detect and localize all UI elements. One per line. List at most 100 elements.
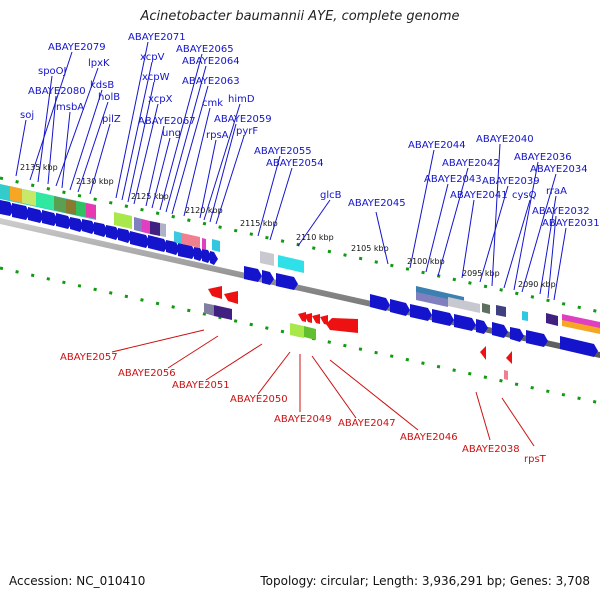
kbp-label: 2120 kbp [185,206,223,215]
gene-arrow [506,351,512,364]
gene-label: xcpV [140,52,165,63]
gene-label: holB [98,92,120,103]
gene-label: ABAYE2050 [230,394,288,405]
gene-arrow [454,314,476,331]
gene-label: ABAYE2059 [214,114,272,125]
gene-label: glcB [320,190,342,201]
genome-summary: Topology: circular; Length: 3,936,291 bp… [260,574,590,588]
gene-label: ABAYE2040 [476,134,534,145]
gene-label: ABAYE2056 [118,368,176,379]
gene-label: ABAYE2042 [442,158,500,169]
gene-arrow [432,309,454,326]
gene-arrow [166,240,180,255]
kbp-label: 2110 kbp [296,233,334,242]
gene-arrow [476,319,488,334]
map-title: Acinetobacter baumannii AYE, complete ge… [140,9,460,24]
gene-label: ABAYE2034 [530,164,588,175]
gene-label: ABAYE2041 [450,190,508,201]
gene-arrow [320,315,328,325]
gene-label: ABAYE2038 [462,444,520,455]
kbp-label: 2095 kbp [462,269,500,278]
gene-arrow [82,219,96,234]
leader-lines-forward [15,41,567,301]
gene-arrow [560,336,598,357]
gene-arrow [94,222,108,237]
gene-label: xcpW [142,72,170,83]
gene-label: msbA [56,102,84,113]
reverse-strand-track [204,286,512,380]
kbp-label: 2105 kbp [351,244,389,253]
gene-label: ung [162,128,181,139]
gene-arrow [130,231,150,248]
gene-label: rraA [546,186,567,197]
feature-blocks-top [0,184,600,334]
leader-lines-reverse [111,329,535,447]
gene-label: ABAYE2047 [338,418,396,429]
gene-label: kdsB [90,80,114,91]
gene-label: lpxK [88,58,110,69]
gene-arrow [410,304,432,321]
gene-label: cysQ [512,190,537,201]
accession-label: Accession: NC_010410 [9,574,146,588]
kbp-label: 2130 kbp [76,177,114,186]
gene-arrow [224,291,238,304]
kbp-label: 2100 kbp [407,257,445,266]
gene-arrow [276,273,298,290]
kbp-label: 2090 kbp [518,280,556,289]
gene-label: ABAYE2031 [542,218,600,229]
gene-label: rpsA [206,130,229,141]
gene-label: ABAYE2067 [138,116,196,127]
kbp-scale: 2135 kbp 2130 kbp 2125 kbp 2120 kbp 2115… [20,163,556,289]
gene-label: ABAYE2079 [48,42,106,53]
gene-label: ABAYE2065 [176,44,234,55]
gene-label: ABAYE2057 [60,352,118,363]
gene-arrow [492,322,508,338]
gene-label: ABAYE2064 [182,56,240,67]
gene-arrow [28,207,44,223]
gene-label: ABAYE2032 [532,206,590,217]
forward-strand-track [0,200,598,357]
gene-arrow [210,251,218,265]
gene-label: spoOJ [38,66,67,77]
gene-arrow [510,327,524,342]
gene-arrow [526,330,548,347]
tick-track-outer-top [0,176,600,314]
gene-arrow [12,203,30,220]
gene-arrow [0,200,14,216]
gene-arrow [298,312,306,322]
kbp-label: 2115 kbp [240,219,278,228]
gene-label: ABAYE2043 [424,174,482,185]
gene-label: xcpX [148,94,173,105]
gene-arrow [390,299,410,316]
gene-label: ABAYE2063 [182,76,240,87]
gene-arrow [42,210,58,226]
gene-arrow [480,346,486,360]
gene-arrow [70,217,84,232]
gene-label: ABAYE2051 [172,380,230,391]
tick-track-outer-bottom [0,266,600,405]
gene-label: soj [20,110,34,121]
gene-label: ABAYE2045 [348,198,406,209]
kbp-label: 2125 kbp [131,192,169,201]
gene-label: ABAYE2049 [274,414,332,425]
gene-label: cmk [202,98,223,109]
kbp-label: 2135 kbp [20,163,58,172]
gene-arrow [106,225,120,240]
gene-label: ABAYE2054 [266,158,324,169]
gene-arrow [262,270,274,285]
gene-arrow [326,318,358,333]
gene-arrow [244,266,262,282]
gene-label: ABAYE2071 [128,32,186,43]
gene-label: ABAYE2046 [400,432,458,443]
gene-label: rpsT [524,454,547,465]
gene-arrow [304,313,312,323]
gene-label: ABAYE2080 [28,86,86,97]
gene-arrow [194,247,204,261]
gene-arrow [178,243,196,259]
gene-label: ABAYE2039 [482,176,540,187]
gene-arrow [202,249,212,263]
gene-label: ABAYE2055 [254,146,312,157]
reverse-gene-labels: ABAYE2057 ABAYE2056 ABAYE2051 ABAYE2050 … [60,352,547,465]
gene-arrow [370,294,390,311]
